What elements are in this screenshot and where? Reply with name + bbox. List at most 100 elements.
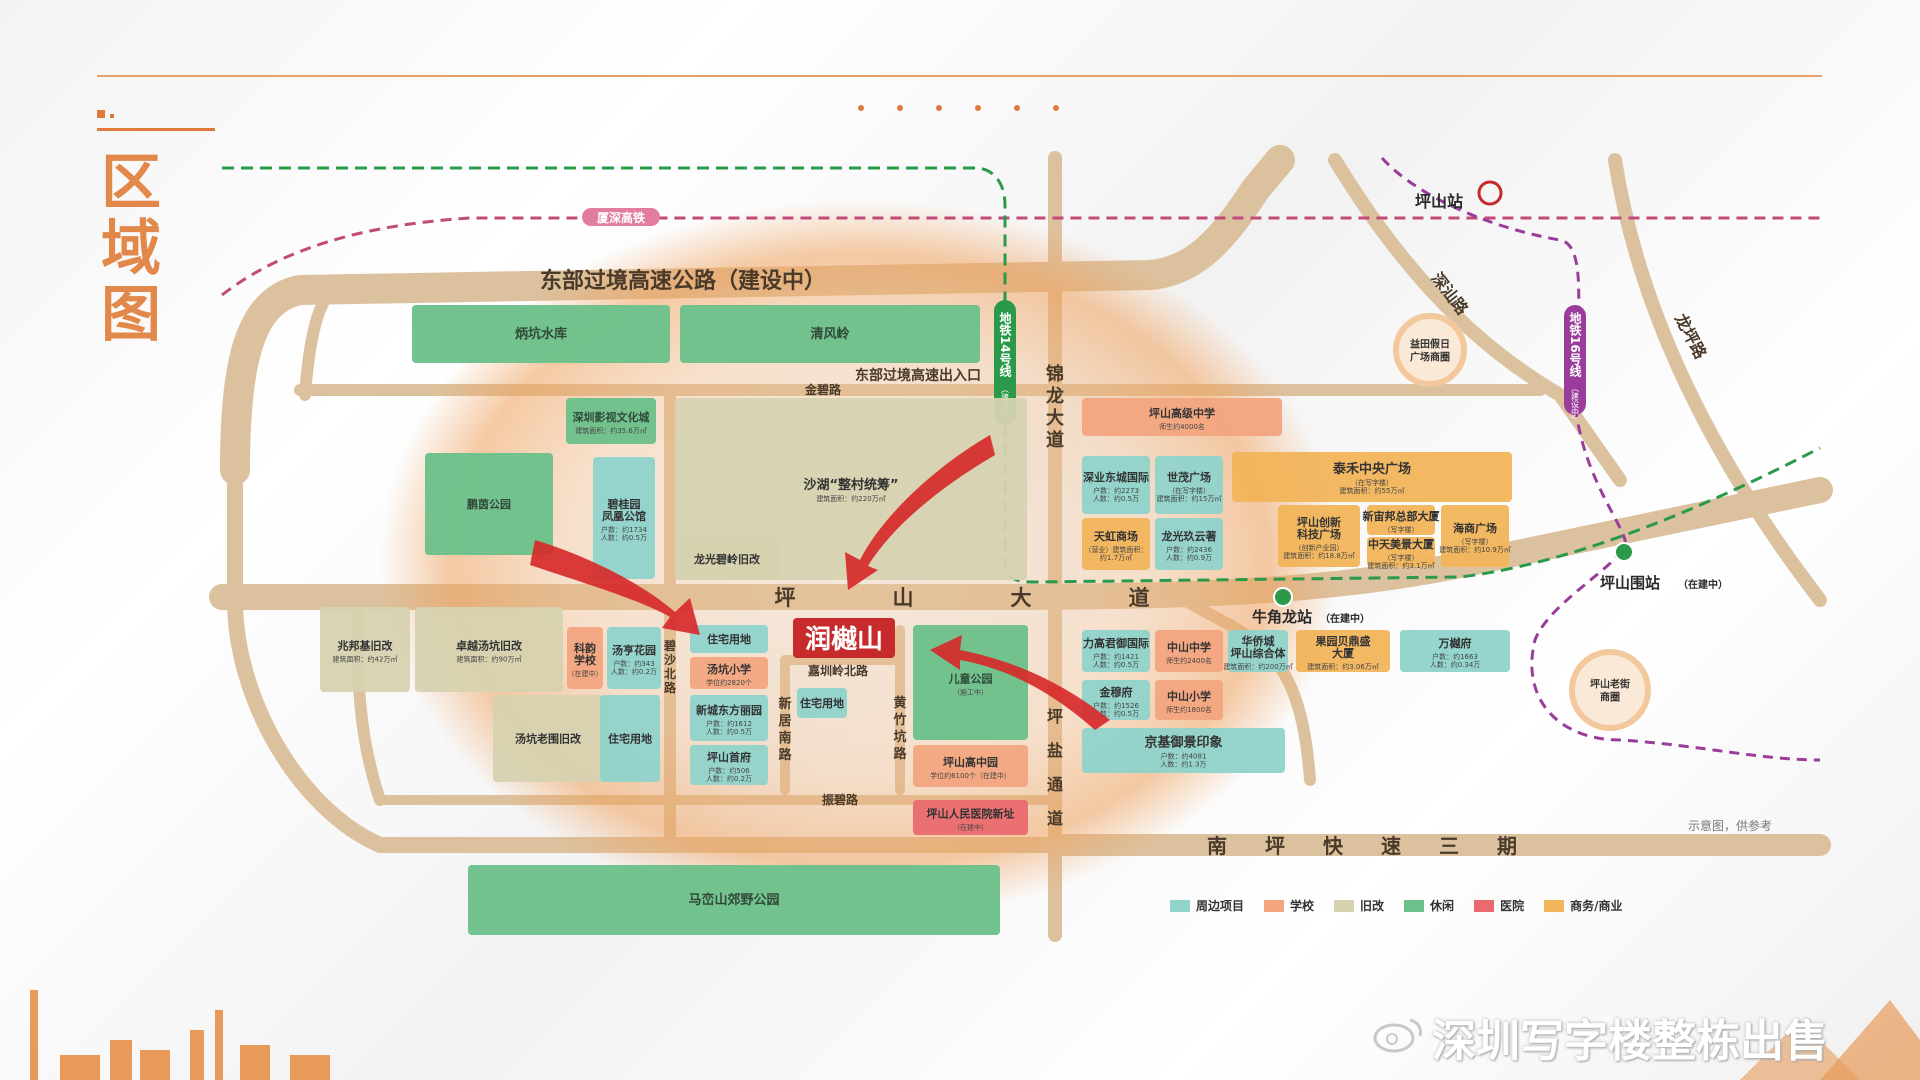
block-sublabel: 约1.7万㎡ [1100, 553, 1132, 562]
label-pingyan-char: 通 [1047, 775, 1063, 794]
label-nanping-char: 速 [1381, 834, 1401, 858]
title-char: 区 [101, 148, 161, 218]
project-name: 润樾山 [805, 624, 883, 655]
page-dots [858, 96, 1092, 115]
legend-swatch [1334, 899, 1355, 912]
block-label: 马峦山郊野公园 [688, 892, 779, 908]
block-tianhong-mall: 天虹商场 （营业）建筑面积：约1.7万㎡ [1082, 518, 1150, 570]
block-shape [1228, 630, 1288, 672]
block-sublabel: （在写字楼） [1168, 486, 1210, 495]
block-shape [1400, 630, 1510, 672]
block-mashan-park: 马峦山郊野公园 [468, 865, 1000, 935]
block-sublabel: 户数：约1734 [601, 525, 647, 534]
block-sublabel: （写字楼） [1384, 553, 1419, 562]
block-label: 碧桂园 [607, 497, 641, 511]
label-jinlong-char: 大 [1046, 407, 1064, 429]
label-xinju-char: 南 [778, 730, 791, 746]
road-chenzhu [1328, 153, 1627, 487]
block-label: 兆邦基旧改 [338, 639, 394, 653]
road-longping [1608, 153, 1827, 607]
legend-item: 旧改 [1334, 897, 1384, 914]
block-shape [567, 627, 603, 689]
block-shape [1082, 728, 1285, 773]
road-expressway [220, 145, 1295, 485]
block-label: 华侨城 [1242, 634, 1275, 648]
legend-swatch [1170, 899, 1190, 912]
block-label: 海商广场 [1453, 521, 1497, 535]
block-shape [690, 745, 768, 785]
label-bisha-char: 路 [664, 680, 677, 695]
block-label: 中天美景大厦 [1368, 537, 1435, 551]
block-label: 汤亨花园 [612, 643, 656, 657]
legend-item: 医院 [1474, 897, 1524, 914]
block-sublabel: （创新产业园） [1295, 543, 1344, 552]
block-shape [913, 745, 1028, 787]
block-shape [1082, 630, 1150, 672]
block-residential-land-2: 住宅用地 [600, 695, 660, 782]
label-zhenbi: 振碧路 [822, 792, 859, 807]
block-shape [680, 305, 980, 363]
block-label: 坪山创新 [1297, 515, 1341, 529]
label-nanping-char: 三 [1439, 834, 1459, 858]
block-sublabel: 人数：约0.5万 [706, 727, 752, 736]
block-shape [1155, 630, 1223, 672]
watermark-text: 深圳写字楼整栋出售 [1432, 1016, 1828, 1067]
block-shape [593, 457, 655, 579]
title-char: 域 [101, 214, 161, 284]
label-nanping-char: 坪 [1265, 834, 1285, 858]
block-shimao-plaza: 世茂广场（在写字楼）建筑面积：约15万㎡ [1155, 456, 1223, 514]
block-label: 天虹商场 [1094, 529, 1138, 543]
block-sublabel: 建筑面积：约15万㎡ [1157, 494, 1222, 503]
block-sublabel: 户数：约506 [708, 766, 750, 775]
station-pingshanwei-note: （在建中） [1678, 578, 1728, 591]
block-shape [1155, 456, 1223, 514]
legend-swatch [1544, 899, 1565, 912]
corner-mark [97, 110, 105, 118]
block-label: 泰禾中央广场 [1332, 461, 1411, 477]
skyline-decoration [30, 990, 1920, 1080]
label-huangzhu-char: 路 [893, 746, 907, 762]
block-shape [690, 657, 768, 689]
block-sublabel: 户数：约343 [613, 659, 654, 668]
block-shape [1082, 398, 1282, 436]
block-sublabel: 学位约2820个 [706, 678, 752, 687]
legend-label: 医院 [1500, 899, 1525, 913]
block-shape [468, 865, 1000, 935]
label-nanping-char: 期 [1497, 834, 1517, 858]
block-label: 汤坑老围旧改 [515, 732, 582, 746]
block-zhongji-meijing: 中天美景大厦（写字楼）建筑面积：约3.1万㎡ [1367, 537, 1435, 570]
label-jiazhen: 嘉圳岭北路 [807, 663, 869, 678]
disclaimer-note: 示意图，供参考 [1688, 819, 1773, 833]
legend-label: 周边项目 [1196, 899, 1245, 913]
label-xinju-char: 居 [778, 714, 791, 729]
metro-14-line [222, 166, 1821, 584]
weibo-icon [1373, 1018, 1422, 1053]
label-expressway: 东部过境高速公路（建设中） [540, 268, 826, 294]
pointer-arrows [530, 435, 1110, 730]
block-sublabel: 建筑面积：约55万㎡ [1340, 486, 1405, 495]
label-huangzhu-char: 黄 [893, 695, 906, 711]
title-rule [97, 128, 215, 131]
label-huangzhu-char: 坑 [893, 729, 906, 745]
block-label: 清风岭 [810, 326, 849, 342]
road-outer-west [227, 462, 1828, 853]
block-haishang-plaza: 海商广场（写字楼）建筑面积：约10.9万㎡ [1439, 505, 1511, 567]
block-shape [1367, 505, 1435, 535]
block-shape [1278, 505, 1360, 567]
label-expressway-exit: 东部过境高速出入口 [855, 367, 981, 384]
block-sublabel: 师生约4000名 [1159, 422, 1205, 431]
corner-mark-small [110, 114, 114, 118]
block-shape [1082, 518, 1150, 570]
block-sublabel: （营业）建筑面积： [1085, 545, 1148, 554]
top-rule [97, 75, 1822, 77]
block-sublabel: 户数：约1612 [706, 719, 752, 728]
block-residential-land-3: 住宅用地 [797, 688, 847, 718]
block-label: 坪山人民医院新址 [927, 807, 1015, 821]
legend-swatch [1264, 899, 1285, 912]
